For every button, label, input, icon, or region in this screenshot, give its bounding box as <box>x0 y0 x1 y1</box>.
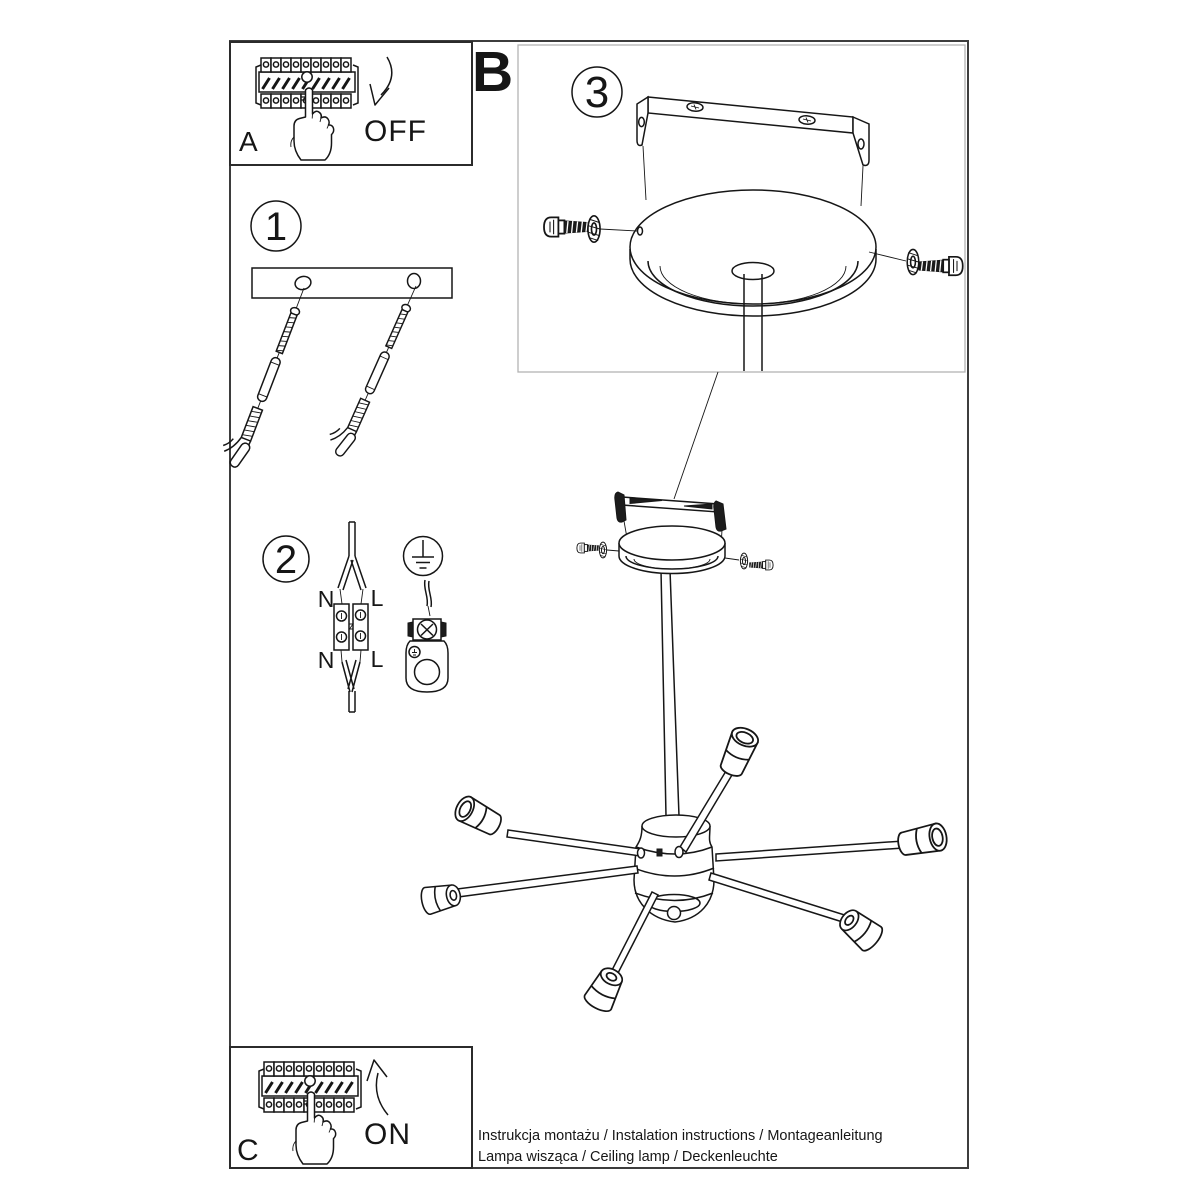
small-canopy-drawing <box>618 525 726 575</box>
step2-badge <box>262 535 310 583</box>
step3-diagram: 3 <box>543 66 964 371</box>
panel-a-label: A <box>239 126 258 157</box>
leader-line <box>868 251 907 262</box>
step3-number: 3 <box>585 68 609 117</box>
lamp-arms <box>456 769 904 977</box>
washer-icon <box>739 552 749 570</box>
step1-badge <box>250 200 302 252</box>
wire-label-l-bottom: L <box>371 646 384 672</box>
canopy-assembly-drawing <box>576 371 774 817</box>
footer-line1: Instrukcja montażu / Instalation instruc… <box>478 1128 883 1144</box>
step2-diagram: 2 N L N L <box>262 521 449 713</box>
footer-caption: Instrukcja montażu / Instalation instruc… <box>478 1128 883 1165</box>
rod-drawing <box>660 569 680 817</box>
step2-number: 2 <box>275 538 297 582</box>
leader-line <box>606 549 620 552</box>
footer-line2: Lampa wisząca / Ceiling lamp / Deckenleu… <box>478 1149 778 1165</box>
wire-label-l-top: L <box>371 585 384 611</box>
panel-c-label: C <box>237 1134 259 1167</box>
leader-line <box>724 557 740 561</box>
section-b-label: B <box>472 40 513 104</box>
canopy-drawing <box>629 189 877 371</box>
ceiling-bracket-drawing <box>636 95 870 207</box>
terminal-block-drawing <box>333 521 369 713</box>
ground-symbol-icon <box>402 535 444 577</box>
leader-line <box>599 228 638 232</box>
plate-hole <box>406 272 422 290</box>
step3-badge <box>571 66 623 118</box>
step1-diagram: 1 <box>216 200 453 472</box>
plate-hole <box>294 275 312 291</box>
mounting-plate-drawing <box>251 267 453 299</box>
finial-knob <box>666 905 682 921</box>
ground-clamp-drawing <box>405 579 449 693</box>
washer-icon <box>598 541 608 559</box>
chandelier-drawing <box>418 723 950 1016</box>
wire-label-n-top: N <box>318 586 335 612</box>
panel-a: A OFF <box>239 56 427 161</box>
wire-label-n-bottom: N <box>318 647 335 673</box>
panel-c-action: ON <box>364 1118 411 1151</box>
panel-a-action: OFF <box>364 115 427 148</box>
washer-icon <box>587 214 601 244</box>
panel-c: C ON <box>237 1059 411 1167</box>
washer-icon <box>906 248 920 276</box>
step1-number: 1 <box>265 205 287 249</box>
leader-line <box>673 371 719 500</box>
